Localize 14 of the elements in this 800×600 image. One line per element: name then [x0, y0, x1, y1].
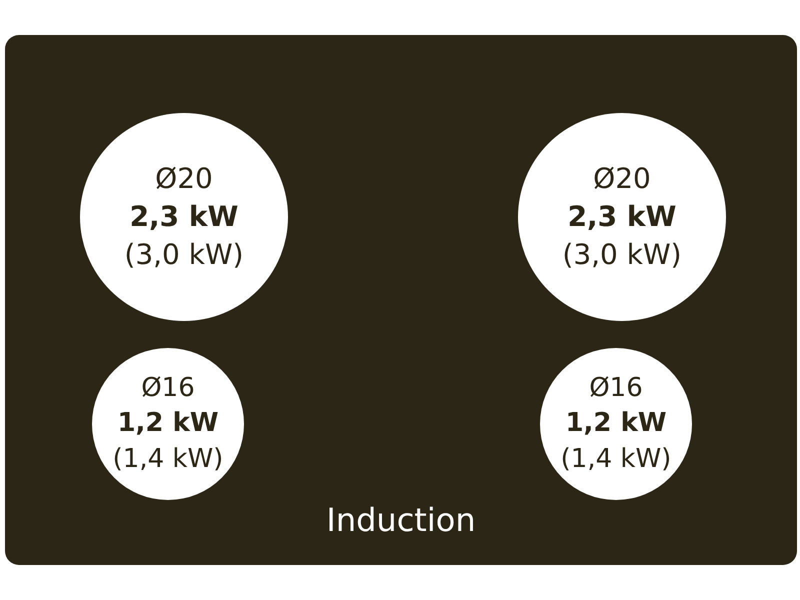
zone-diameter: Ø16 — [589, 372, 643, 406]
zone-power: 2,3 kW — [568, 199, 676, 236]
zone-max-power: (3,0 kW) — [124, 236, 244, 273]
zone-diameter: Ø20 — [593, 161, 651, 198]
zone-diameter: Ø16 — [141, 372, 195, 406]
zone-diameter: Ø20 — [155, 161, 213, 198]
zone-max-power: (1,4 kW) — [112, 442, 224, 476]
zone-power: 2,3 kW — [130, 199, 238, 236]
cooktop-panel — [5, 35, 797, 565]
zone-max-power: (3,0 kW) — [562, 236, 682, 273]
cooktop-type-label: Induction — [326, 501, 476, 539]
zone-power: 1,2 kW — [565, 407, 667, 440]
zone-max-power: (1,4 kW) — [560, 442, 672, 476]
zone-power: 1,2 kW — [117, 407, 219, 440]
